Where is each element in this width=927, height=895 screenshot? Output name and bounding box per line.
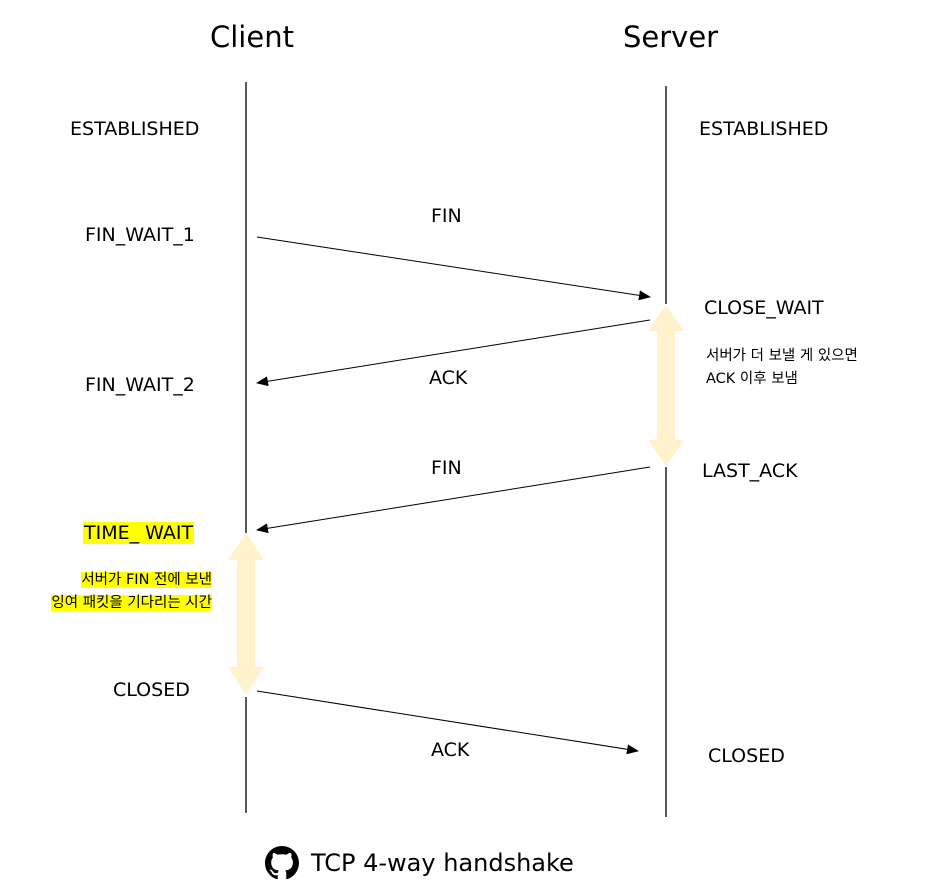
server-title: Server [623, 20, 719, 54]
client-time-wait-note: 서버가 FIN 전에 보낸 잉여 패킷을 기다리는 시간 [51, 569, 212, 615]
message-label-ack-2: ACK [431, 739, 470, 761]
client-state-established: ESTABLISHED [70, 118, 200, 140]
server-state-last-ack: LAST_ACK [702, 460, 798, 482]
server-note-line-2: ACK 이후 보냄 [706, 371, 798, 387]
client-state-fin-wait-2: FIN_WAIT_2 [85, 374, 195, 396]
message-arrow-fin-server-to-client [256, 466, 651, 534]
server-state-established: ESTABLISHED [699, 118, 829, 140]
client-state-time-wait: TIME_ WAIT [83, 522, 195, 544]
message-label-fin-1: FIN [431, 205, 462, 227]
server-state-close-wait: CLOSE_WAIT [704, 297, 824, 319]
diagram-caption: TCP 4-way handshake [265, 846, 574, 880]
client-note-line-1: 서버가 FIN 전에 보낸 [81, 572, 212, 588]
client-note-line-2: 잉여 패킷을 기다리는 시간 [51, 595, 212, 611]
message-label-fin-2: FIN [431, 457, 462, 479]
message-label-ack-1: ACK [429, 367, 468, 389]
message-arrow-ack-server-to-client [256, 319, 651, 387]
client-title: Client [210, 20, 294, 54]
message-arrow-fin-client-to-server [256, 236, 651, 301]
client-time-wait-interval-arrow [228, 533, 264, 695]
server-state-closed: CLOSED [708, 745, 785, 767]
client-state-fin-wait-1: FIN_WAIT_1 [85, 224, 195, 246]
diagram-title: TCP 4-way handshake [311, 849, 574, 877]
message-arrow-ack-client-to-server [256, 690, 639, 755]
server-close-wait-interval-arrow [648, 305, 684, 466]
github-icon [265, 846, 299, 880]
server-note-line-1: 서버가 더 보낼 게 있으면 [706, 348, 858, 364]
client-state-closed: CLOSED [113, 679, 190, 701]
client-state-time-wait-label: TIME_ WAIT [83, 522, 195, 544]
server-close-wait-note: 서버가 더 보낼 게 있으면 ACK 이후 보냄 [706, 345, 858, 391]
